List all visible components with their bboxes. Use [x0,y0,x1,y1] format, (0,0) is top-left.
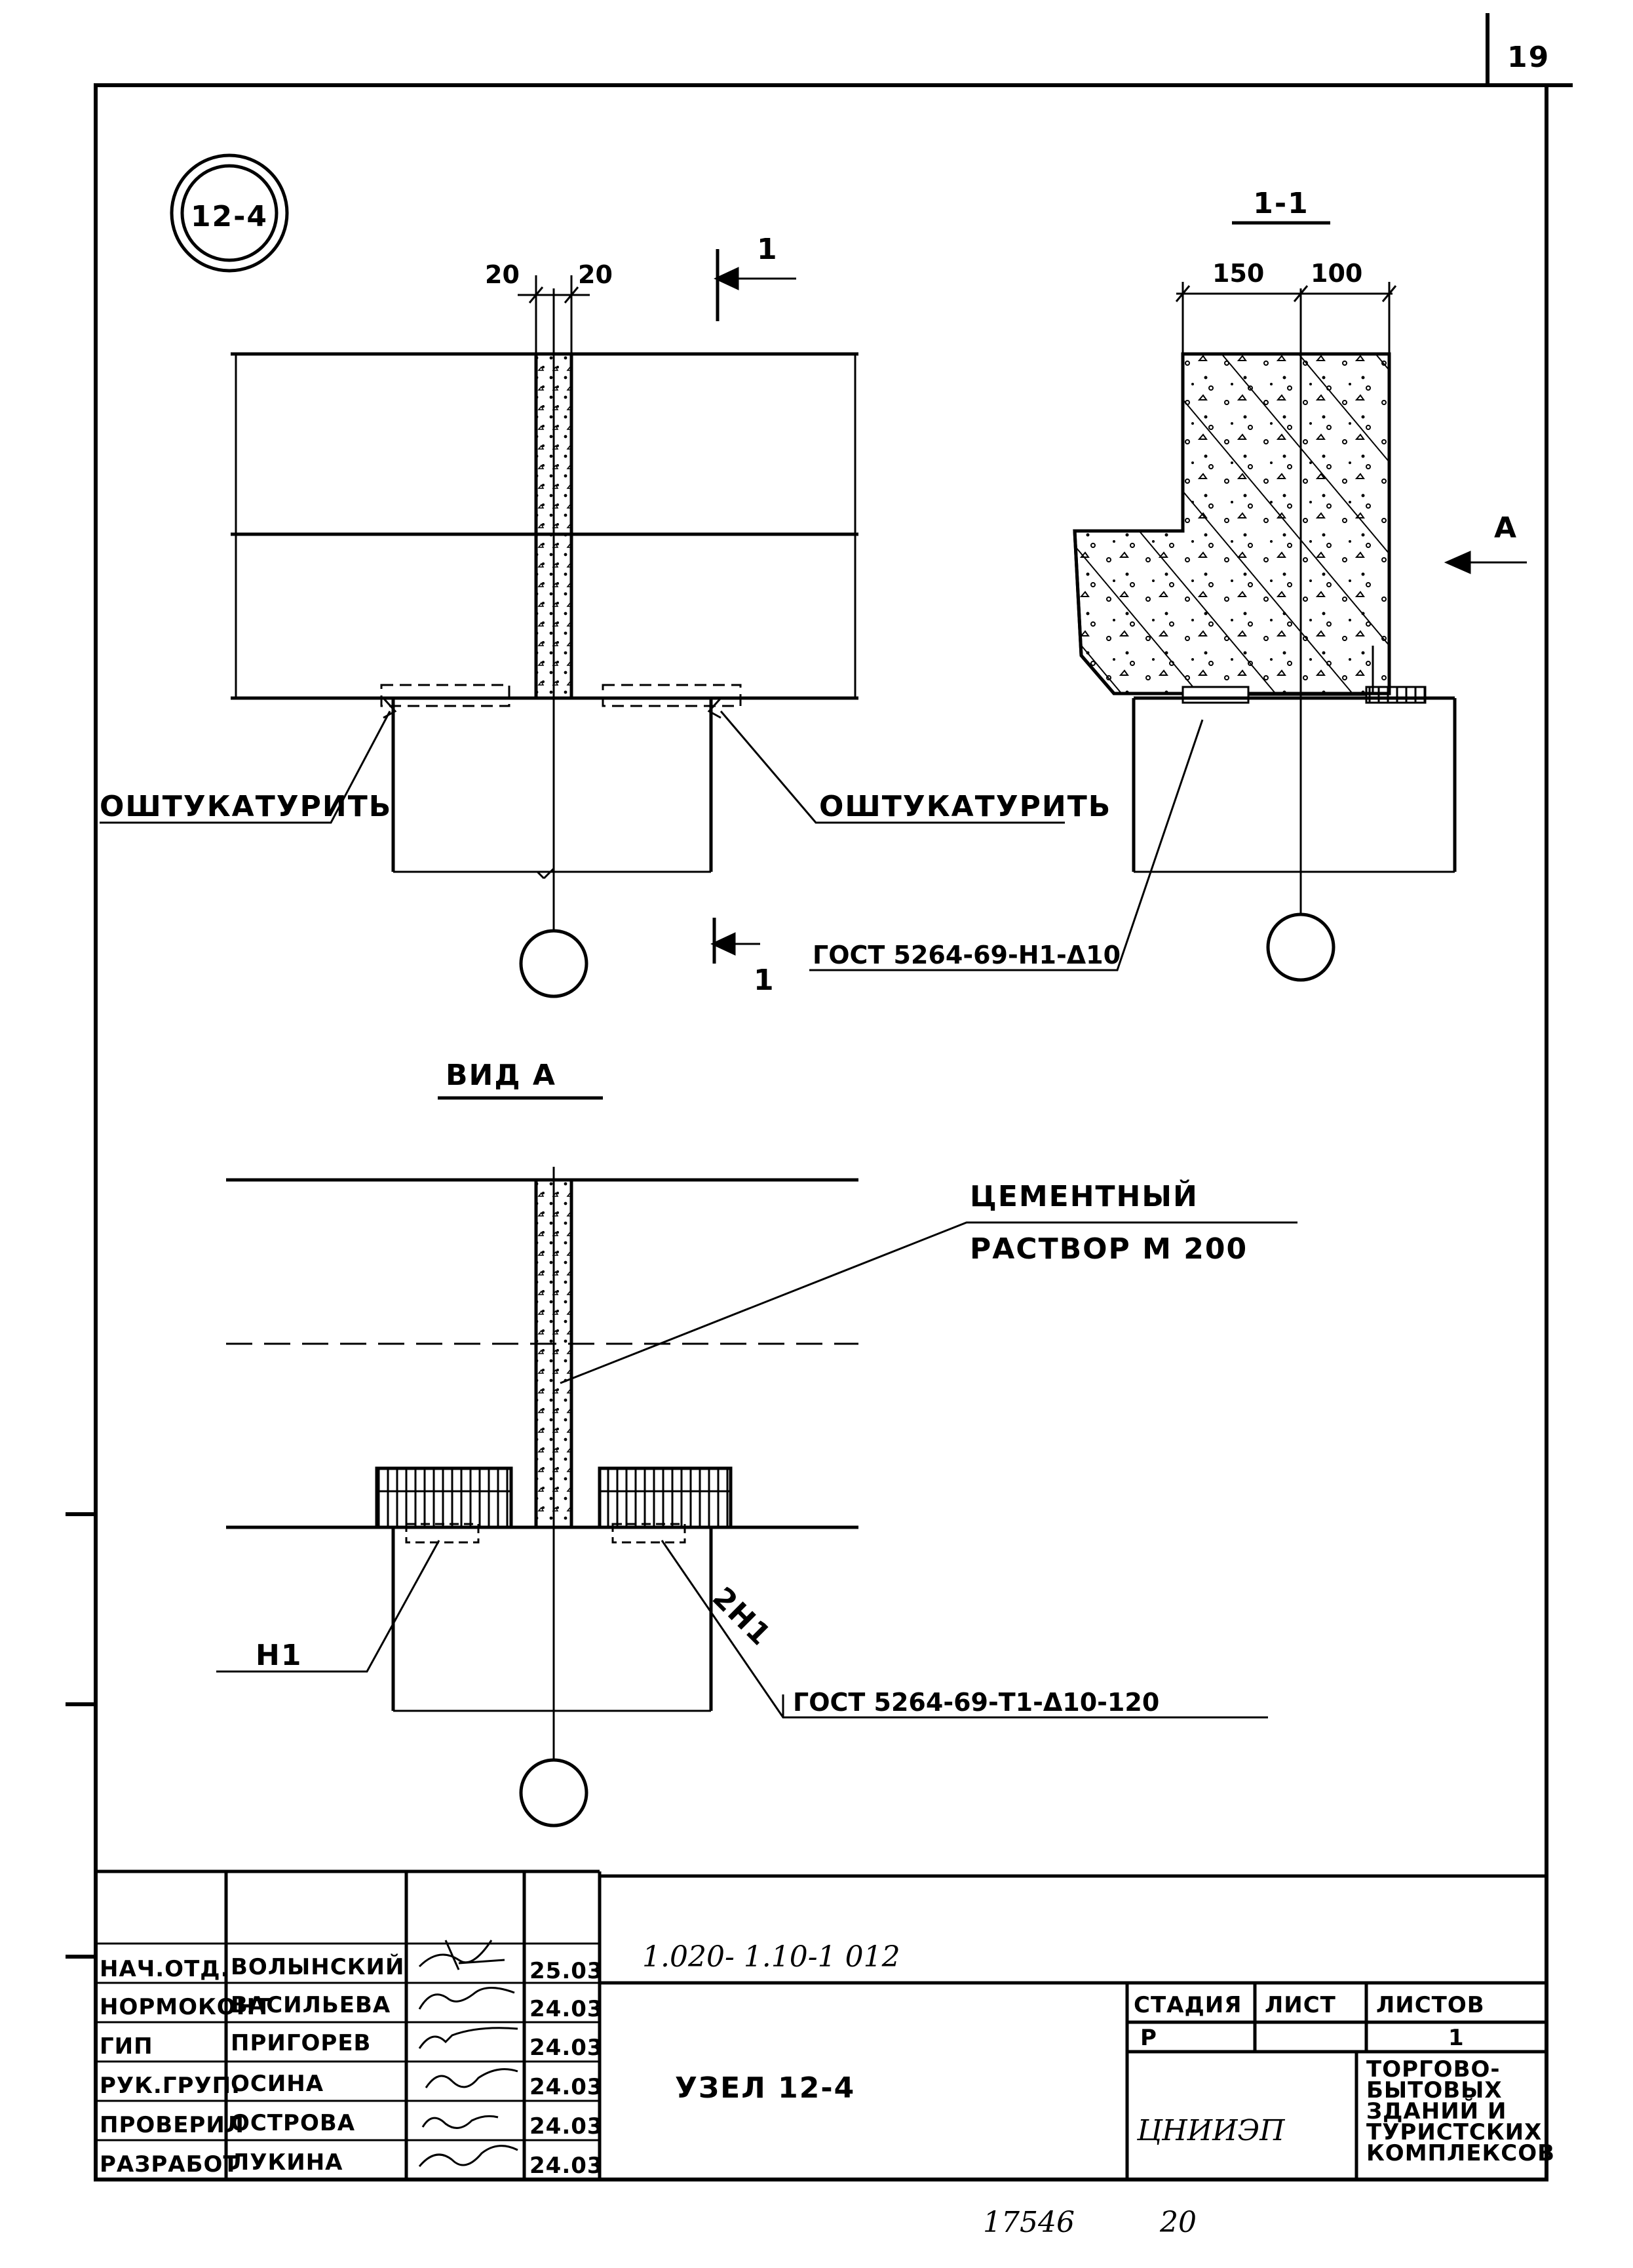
org-desc-line: КОМПЛЕКСОВ [1366,2140,1555,2166]
view-a [216,1167,1297,1828]
row-date: 24.03 [529,2113,604,2140]
row-role: НАЧ.ОТД. [100,1956,229,1982]
row-date: 24.03 [529,2153,604,2179]
n1-label: Н1 [256,1639,302,1672]
sheet-header: ЛИСТ [1265,1992,1336,2018]
org-desc-line: ЗДАНИЙ И [1366,2098,1507,2124]
section-dim-100: 100 [1311,259,1362,288]
row-role: ГИП [100,2033,153,2060]
sheets-header: ЛИСТОВ [1376,1992,1485,2018]
row-name: ПРИГОРЕВ [231,2030,371,2056]
row-date: 24.03 [529,2074,604,2100]
page-number: 19 [1507,41,1550,74]
elevation-dim-left: 20 [485,260,520,289]
org-desc-line: ТУРИСТСКИХ [1366,2119,1542,2145]
title-block [96,1869,1547,2180]
row-role: НОРМОКОНТ [100,1994,271,2020]
stage-header: СТАДИЯ [1134,1992,1242,2018]
signature-rows: НАЧ.ОТД. ВОЛЫНСКИЙ 25.03 НОРМОКОНТ ВАСИЛ… [100,1953,604,2179]
view-arrow-a: А [1494,511,1518,545]
elevation-dim-right: 20 [578,260,613,289]
row-date: 24.03 [529,2035,604,2061]
org-description: ТОРГОВО- БЫТОВЫХ ЗДАНИЙ И ТУРИСТСКИХ КОМ… [1366,2056,1555,2166]
row-name: ЛУКИНА [231,2149,343,2176]
section-mark-bottom: 1 [754,964,775,997]
elevation-view [100,249,1204,998]
mortar-label-1: ЦЕМЕНТНЫЙ [970,1179,1199,1213]
node-mark-circle [170,153,289,273]
handwritten-number: 20 [1159,2206,1197,2239]
org-name: ЦНИИЭП [1136,2114,1286,2147]
row-date: 24.03 [529,1996,604,2022]
row-name: ОСИНА [231,2071,324,2097]
row-role: РУК.ГРУП. [100,2073,240,2099]
sheets-value: 1 [1448,2025,1465,2051]
node-mark: 12-4 [191,200,268,233]
row-role: РАЗРАБОТ [100,2151,239,2178]
org-desc-line: БЫТОВЫХ [1366,2077,1503,2103]
row-date: 25.03 [529,1958,604,1984]
gost-weld-label-top: ГОСТ 5264-69-Н1-Δ10 [813,941,1121,969]
section-1-1 [1073,221,1527,982]
plaster-label-left: ОШТУКАТУРИТЬ [100,790,392,823]
doc-code: 1.020- 1.10-1 012 [642,1940,900,1974]
signatures [418,1940,518,2167]
section-mark-top: 1 [757,233,778,266]
view-a-title: ВИД А [446,1059,556,1092]
row-role: ПРОВЕРИЛ [100,2112,244,2138]
section-1-1-title: 1-1 [1253,187,1309,220]
org-desc-line: ТОРГОВО- [1366,2056,1501,2082]
node-name: УЗЕЛ 12-4 [675,2071,855,2105]
gost-weld-label-bottom: ГОСТ 5264-69-Т1-Δ10-120 [793,1688,1159,1717]
handwritten-number: 17546 [983,2206,1075,2239]
section-dim-150: 150 [1212,259,1264,288]
sheet-frame [66,13,1573,2181]
mortar-label-2: РАСТВОР М 200 [970,1232,1248,1266]
row-name: ОСТРОВА [231,2110,355,2136]
plaster-label-right: ОШТУКАТУРИТЬ [819,790,1111,823]
row-name: ВОЛЫНСКИЙ [231,1953,404,1980]
n2-label: 2Н1 [706,1581,778,1653]
stage-value: Р [1140,2025,1157,2051]
row-name: ВАСИЛЬЕВА [231,1992,391,2018]
